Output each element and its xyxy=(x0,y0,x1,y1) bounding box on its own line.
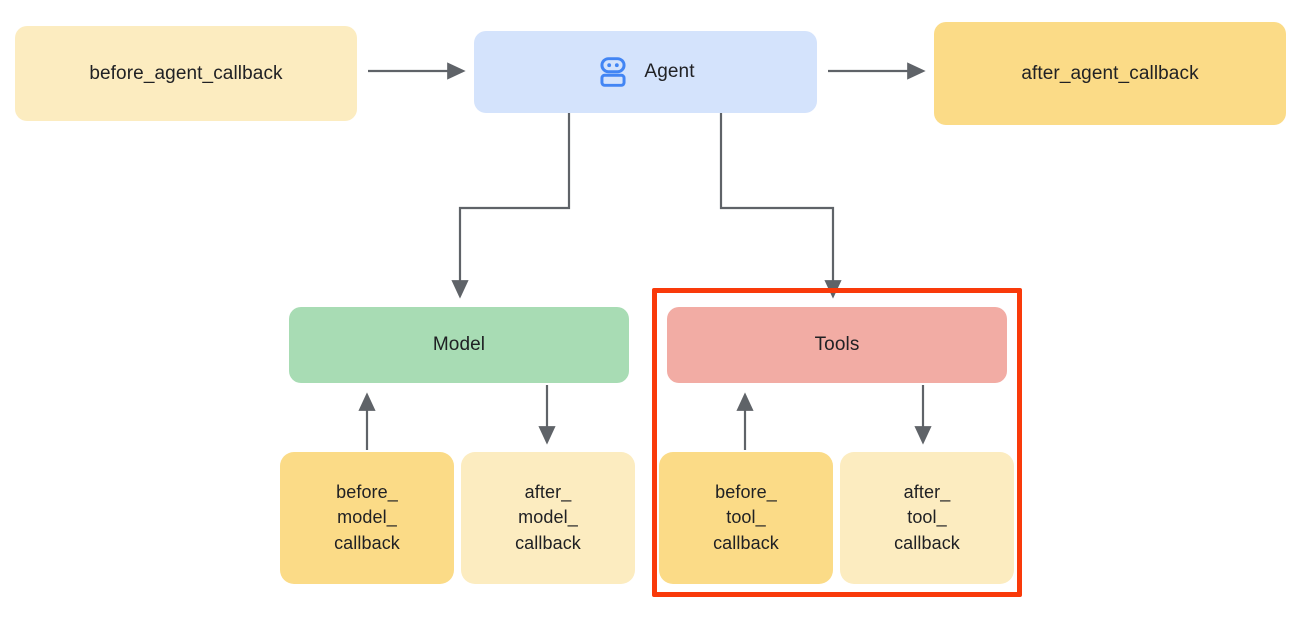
node-tools-label: Tools xyxy=(814,334,860,356)
node-before-model-callback[interactable]: before_ model_ callback xyxy=(280,452,454,584)
node-before-tool-callback-label: before_ tool_ callback xyxy=(713,481,779,553)
node-after-tool-callback[interactable]: after_ tool_ callback xyxy=(840,452,1014,584)
node-after-model-callback-label: after_ model_ callback xyxy=(515,481,581,553)
node-after-agent-callback[interactable]: after_agent_callback xyxy=(934,22,1286,125)
node-before-agent-callback-label: before_agent_callback xyxy=(89,62,283,84)
node-model-label: Model xyxy=(432,334,486,356)
node-agent-label: Agent xyxy=(644,61,695,83)
node-before-model-callback-label: before_ model_ callback xyxy=(334,481,400,553)
edge-agent-to-model xyxy=(451,113,571,299)
agent-node-content: Agent xyxy=(596,55,694,89)
node-agent[interactable]: Agent xyxy=(474,31,817,113)
robot-icon xyxy=(600,57,626,87)
node-before-agent-callback[interactable]: before_agent_callback xyxy=(15,26,357,121)
node-before-tool-callback[interactable]: before_ tool_ callback xyxy=(659,452,833,584)
edge-agent-to-tools xyxy=(719,113,842,299)
node-after-model-callback[interactable]: after_ model_ callback xyxy=(461,452,635,584)
node-tools[interactable]: Tools xyxy=(667,307,1007,383)
node-model[interactable]: Model xyxy=(289,307,629,383)
node-after-tool-callback-label: after_ tool_ callback xyxy=(894,481,960,553)
node-after-agent-callback-label: after_agent_callback xyxy=(1021,62,1199,84)
